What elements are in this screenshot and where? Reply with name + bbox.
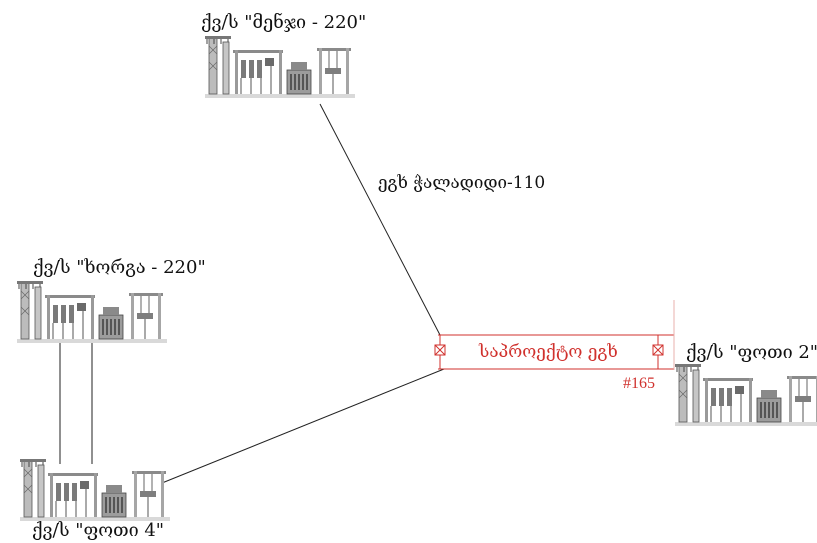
projected-line-number: #165 [623,375,655,392]
disconnector-right-icon [652,344,664,356]
substation-poti4-icon [19,458,171,522]
substation-poti2-icon [674,363,817,427]
substation-khorga-icon [16,280,168,344]
line-chaladidi-upper [319,103,441,336]
substation-menji-label: ქვ/ს "მენჯი - 220" [201,12,367,33]
disconnector-left-icon [434,344,446,356]
substation-khorga-label: ქვ/ს "ხორგა - 220" [33,257,206,278]
line-chaladidi-label: ეგხ ჭალადიდი-110 [378,173,546,193]
substation-poti2-label: ქვ/ს "ფოთი 2" [686,342,817,363]
projected-line [438,300,675,370]
projected-line-label: საპროექტო ეგხ [479,342,618,362]
line-chaladidi-lower [161,368,445,484]
substation-poti4-label: ქვ/ს "ფოთი 4" [32,520,165,541]
substation-menji-icon [204,35,356,99]
